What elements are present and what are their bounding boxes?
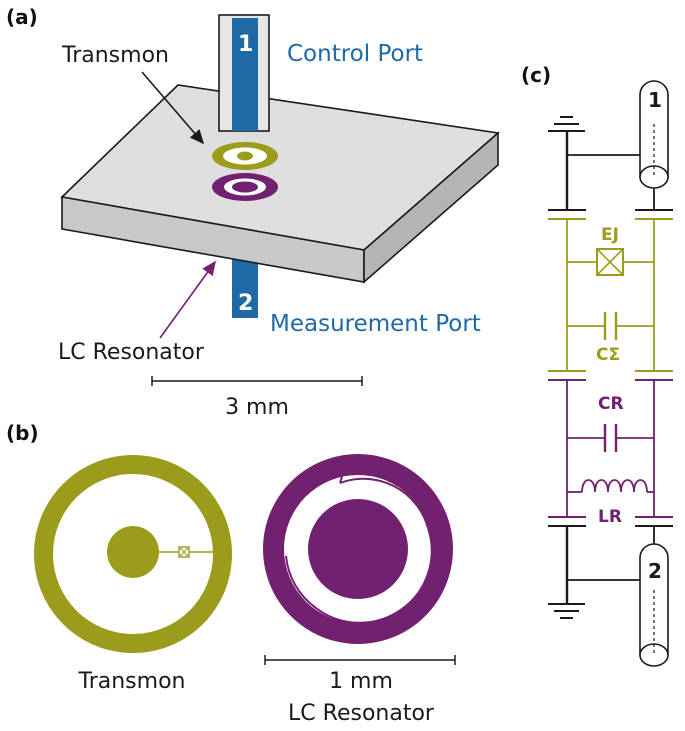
transmon-label-b: Transmon — [78, 669, 186, 694]
coax-port-1: 1 — [639, 80, 669, 189]
transmon-ring-3d — [212, 142, 278, 170]
measurement-port-label: Measurement Port — [270, 311, 481, 337]
panel-a-label: (a) — [6, 5, 38, 29]
ej-label: EJ — [601, 225, 619, 245]
resonator-inductor-arc-right — [315, 527, 433, 624]
scale-label-3mm: 3 mm — [225, 395, 289, 420]
port2-number: 2 — [238, 291, 253, 316]
lc-resonator-label-a: LC Resonator — [58, 340, 205, 365]
panel-c: (c) 1 — [521, 63, 673, 667]
transmon-top-view — [34, 455, 232, 653]
lr-label: LR — [598, 507, 622, 527]
transmon-circuit: EJ CΣ — [566, 219, 655, 371]
coupling-capacitors-middle — [548, 370, 673, 381]
resonator-pointer-arrow — [159, 260, 216, 339]
panel-c-label: (c) — [521, 63, 551, 87]
ground-symbol-bottom — [548, 526, 655, 619]
panel-b: (b) Transmon 1 mm L — [6, 421, 456, 726]
cr-label: CR — [598, 394, 624, 414]
resonator-top-view — [263, 454, 453, 644]
panel-b-label: (b) — [6, 421, 39, 445]
lc-resonator-circuit: CR LR — [566, 380, 655, 527]
resonator-ring-3d — [212, 173, 278, 201]
ground-symbol-top — [548, 116, 655, 210]
control-port-label: Control Port — [287, 41, 423, 67]
port1-number: 1 — [238, 32, 253, 57]
circuit-port2-number: 2 — [648, 559, 662, 583]
csigma-label: CΣ — [596, 345, 620, 365]
control-port-strip: 1 — [218, 14, 270, 132]
coax-port-2: 2 — [639, 543, 669, 667]
coupling-capacitors-top — [548, 209, 673, 220]
lc-resonator-label-b: LC Resonator — [288, 701, 435, 726]
transmon-label-a: Transmon — [61, 43, 169, 68]
circuit-port1-number: 1 — [648, 88, 662, 112]
scale-label-1mm: 1 mm — [329, 669, 393, 694]
scale-bar-1mm: 1 mm — [264, 655, 456, 694]
inductor-coil-icon — [581, 479, 648, 493]
resonator-inductor-arc-top — [339, 477, 429, 529]
substrate-slab — [60, 84, 500, 284]
panel-a: (a) 2 1 — [6, 5, 500, 420]
scale-bar-3mm: 3 mm — [151, 376, 363, 420]
transmon-pointer-arrow — [141, 71, 205, 145]
resonator-inductor-arc-left — [285, 555, 317, 609]
